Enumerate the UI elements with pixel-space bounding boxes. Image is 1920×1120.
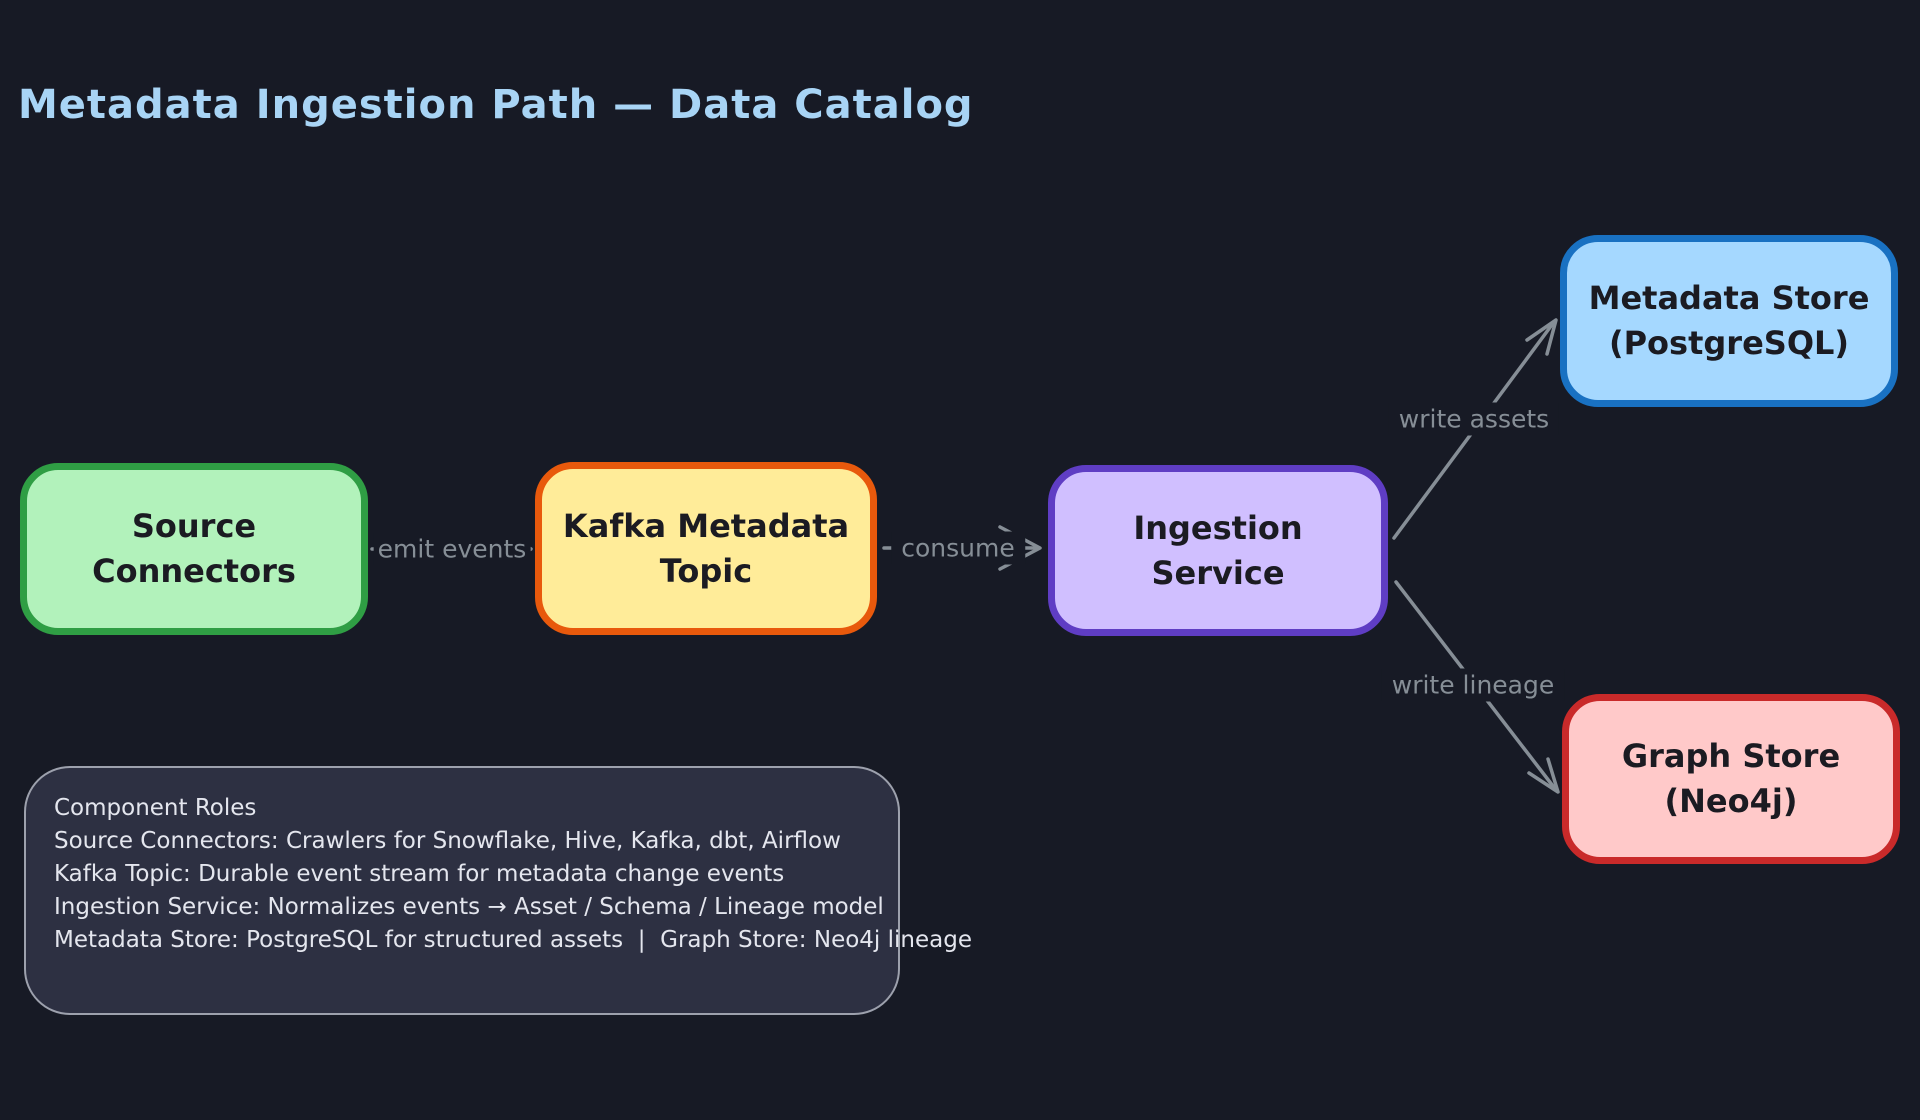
node-ingestion-service: Ingestion Service (1048, 465, 1388, 636)
node-label-line: Topic (659, 551, 753, 590)
node-label-line: Metadata Store (1588, 279, 1870, 318)
legend-line-stores: Metadata Store: PostgreSQL for structure… (54, 927, 972, 953)
node-label-line: Connectors (92, 552, 296, 590)
node-kafka-metadata-topic: Kafka Metadata Topic (535, 462, 877, 635)
arrowhead-icon (1525, 318, 1558, 356)
node-label-line: Source (131, 507, 257, 546)
legend-panel: Component Roles Source Connectors: Crawl… (24, 766, 972, 1015)
node-label-line: (Neo4j) (1664, 782, 1798, 820)
node-label-line: Graph Store (1621, 737, 1841, 776)
node-label-line: (PostgreSQL) (1608, 324, 1850, 362)
edge-label-write-assets: write assets (1388, 402, 1560, 436)
node-label-line: Service (1151, 553, 1285, 592)
edge-label-write-lineage: write lineage (1381, 668, 1565, 702)
arrowhead-icon (1527, 757, 1560, 794)
node-label-line: Kafka Metadata (562, 506, 850, 545)
edge-label-emit-events: emit events (373, 532, 531, 566)
edge-label-consume: consume (891, 531, 1025, 565)
node-label-line: Ingestion (1133, 508, 1303, 547)
diagram-title: Metadata Ingestion Path — Data Catalog (18, 82, 974, 128)
legend-line-kafka-topic: Kafka Topic: Durable event stream for me… (54, 861, 785, 887)
node-graph-store: Graph Store (Neo4j) (1562, 694, 1900, 864)
node-metadata-store: Metadata Store (PostgreSQL) (1560, 235, 1898, 407)
node-source-connectors: Source Connectors (20, 463, 368, 635)
legend-line-source-connectors: Source Connectors: Crawlers for Snowflak… (54, 828, 841, 854)
legend-line-ingestion-service: Ingestion Service: Normalizes events → A… (54, 894, 884, 920)
legend-title: Component Roles (54, 795, 257, 821)
